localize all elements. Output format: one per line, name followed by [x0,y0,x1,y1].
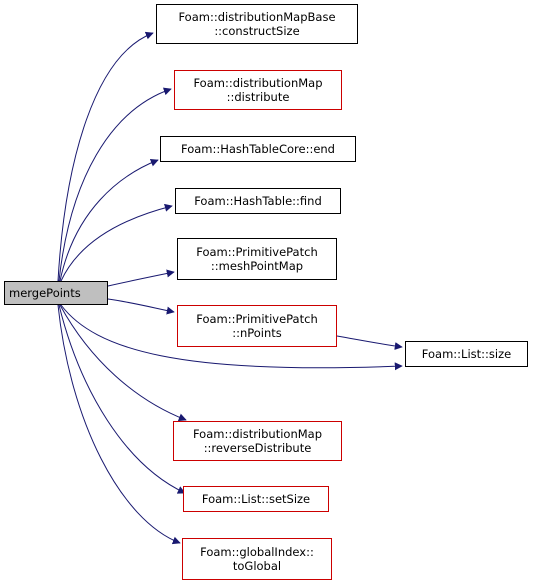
node-label-line: toGlobal [232,559,282,573]
edge-root-n3 [59,158,159,282]
edge-n6-n7 [336,335,403,350]
node-HashTable-find[interactable]: Foam::HashTable::find [175,188,341,214]
node-label-line: ::meshPointMap [210,259,304,273]
node-PrimitivePatch-nPoints[interactable]: Foam::PrimitivePatch::nPoints [177,305,337,347]
node-label-line: ::reverseDistribute [203,441,312,455]
node-label-line: Foam::PrimitivePatch [196,312,318,326]
edge-root-n6 [107,298,175,315]
node-List-setSize[interactable]: Foam::List::setSize [183,486,329,512]
node-distributionMap-reverseDistribute[interactable]: Foam::distributionMap::reverseDistribute [173,421,342,461]
edge-root-n7 [60,304,403,371]
node-label-line: ::distribute [226,90,290,104]
node-distributionMapBase-constructSize[interactable]: Foam::distributionMapBase::constructSize [156,4,358,44]
node-label-line: Foam::HashTable::find [194,194,322,208]
node-label: mergePoints [9,286,81,300]
node-label-line: Foam::List::size [421,347,512,361]
node-label-line: Foam::globalIndex:: [200,545,314,559]
edge-root-n5 [107,269,175,287]
edge-root-n10 [57,304,181,545]
node-List-size[interactable]: Foam::List::size [405,341,528,367]
node-label-line: Foam::List::setSize [201,492,311,506]
node-distributionMap-distribute[interactable]: Foam::distributionMap::distribute [174,70,342,110]
node-HashTableCore-end[interactable]: Foam::HashTableCore::end [160,136,356,162]
node-label-line: ::constructSize [214,24,300,38]
edge-root-n8 [59,304,187,422]
node-label-line: Foam::distributionMap [192,427,323,441]
node-label-line: Foam::distributionMap [193,76,323,90]
node-mergePoints[interactable]: mergePoints [4,281,108,305]
edge-root-n2 [58,87,172,282]
node-label-line: Foam::HashTableCore::end [181,142,335,156]
node-label-line: Foam::distributionMapBase [178,10,336,24]
node-label-line: Foam::PrimitivePatch [196,245,318,259]
edge-root-n4 [60,203,173,282]
node-label-line: ::nPoints [232,326,282,340]
node-PrimitivePatch-meshPointMap[interactable]: Foam::PrimitivePatch::meshPointMap [177,238,337,280]
edge-root-n1 [57,31,154,282]
edge-root-n9 [58,304,186,494]
node-globalIndex-toGlobal[interactable]: Foam::globalIndex::toGlobal [182,538,332,580]
